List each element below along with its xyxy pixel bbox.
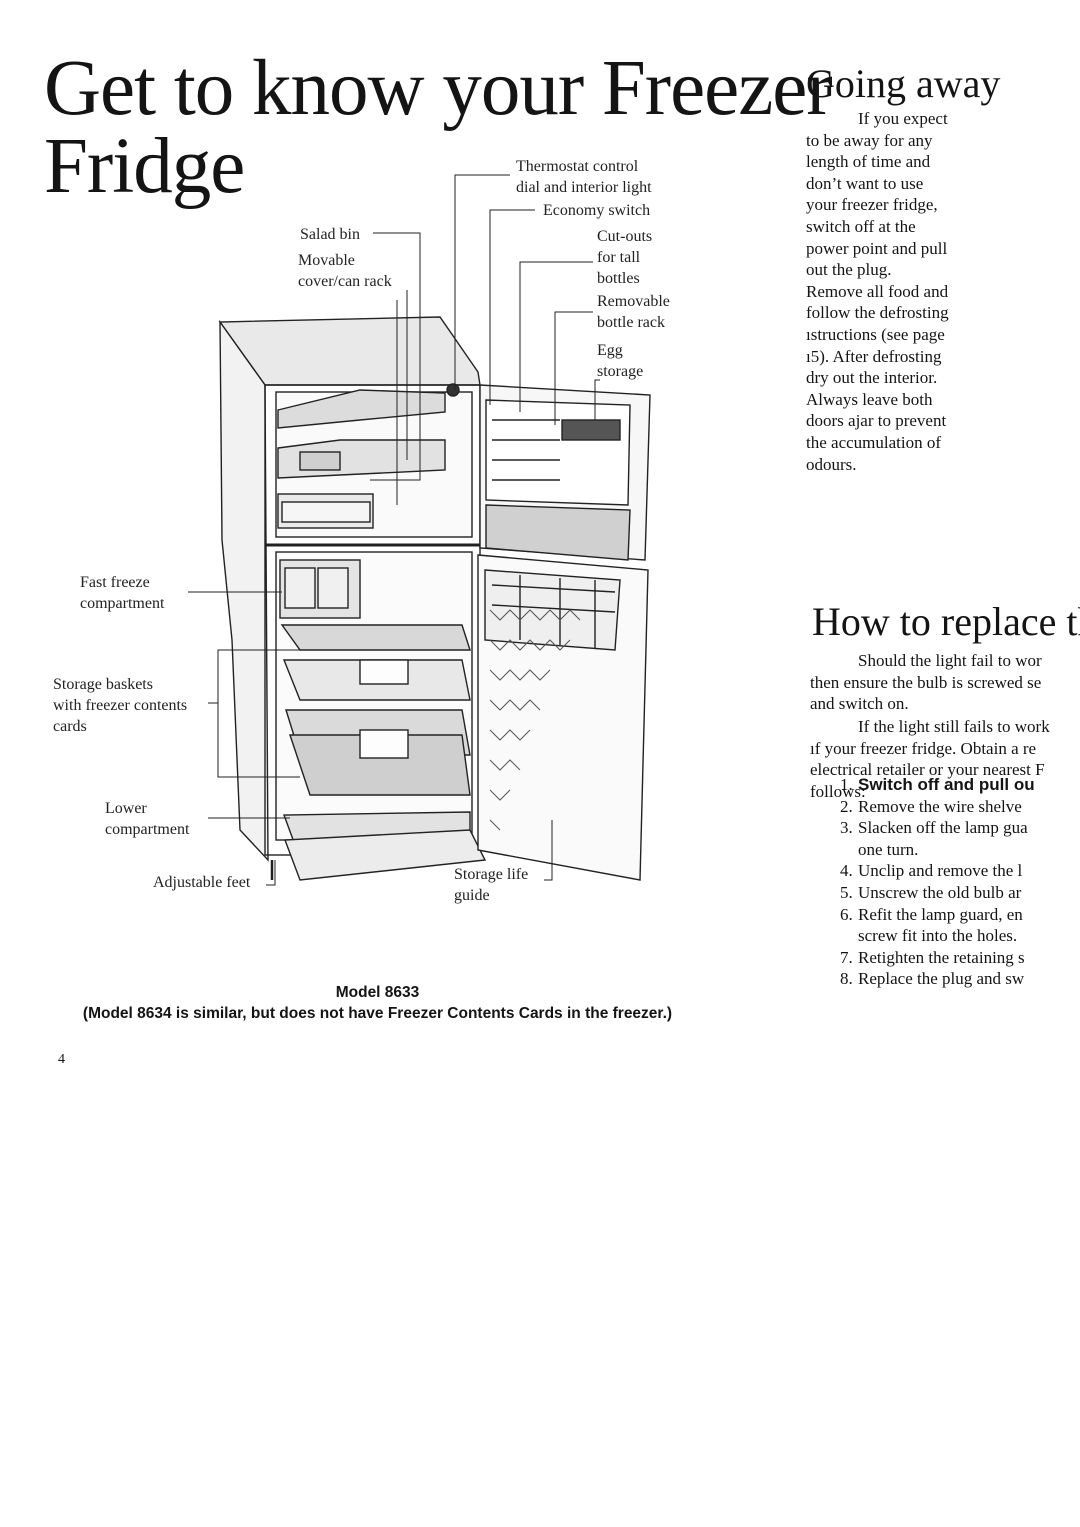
replace-paragraph-1: Should the light fail to wor then ensure… xyxy=(810,651,1042,714)
label-egg-storage: Egg storage xyxy=(597,342,644,380)
label-economy-switch: Economy switch xyxy=(543,202,651,219)
label-storage-baskets: Storage baskets with freezer contents ca… xyxy=(53,676,188,735)
going-away-heading: Going away xyxy=(806,61,1001,106)
step-item: 2.Remove the wire shelve xyxy=(840,796,1022,816)
label-thermostat: Thermostat control dial and interior lig… xyxy=(516,158,652,196)
step-item: 5.Unscrew the old bulb ar xyxy=(840,882,1022,902)
figure-caption: Model 8633 (Model 8634 is similar, but d… xyxy=(0,982,755,1024)
replace-light-heading: How to replace th xyxy=(812,599,1080,644)
caption-model: Model 8633 xyxy=(335,984,420,1001)
label-adjustable-feet: Adjustable feet xyxy=(153,874,251,891)
replace-paragraph-2: If the light still fails to work ıf your… xyxy=(810,717,1050,801)
replace-steps-list: 1.Switch off and pull ou 2.Remove the wi… xyxy=(840,774,1035,990)
step-item: 1.Switch off and pull ou xyxy=(840,775,1035,794)
page-title-line-2: Fridge xyxy=(44,123,245,210)
step-item: 8.Replace the plug and sw xyxy=(840,969,1025,989)
step-item: 7.Retighten the retaining s xyxy=(840,947,1025,967)
caption-note: (Model 8634 is similar, but does not hav… xyxy=(82,1005,673,1022)
label-storage-life-guide: Storage life guide xyxy=(454,866,529,904)
page-title-line-1: Get to know your Freezer xyxy=(44,45,833,132)
label-bottle-rack: Removable bottle rack xyxy=(597,293,670,331)
label-lower-compartment: Lower compartment xyxy=(105,800,190,838)
page-title: Get to know your Freezer Fridge xyxy=(44,45,833,210)
fridge-freezer-illustration xyxy=(188,174,651,886)
label-movable-rack: Movable cover/can rack xyxy=(298,252,392,290)
step-item: 4.Unclip and remove the l xyxy=(840,861,1023,881)
going-away-paragraph: If you expect to be away for any length … xyxy=(806,109,949,474)
page-number: 4 xyxy=(58,1052,65,1067)
label-cutouts: Cut-outs for tall bottles xyxy=(597,228,653,287)
label-fast-freeze: Fast freeze compartment xyxy=(80,574,165,612)
label-salad-bin: Salad bin xyxy=(300,226,360,243)
